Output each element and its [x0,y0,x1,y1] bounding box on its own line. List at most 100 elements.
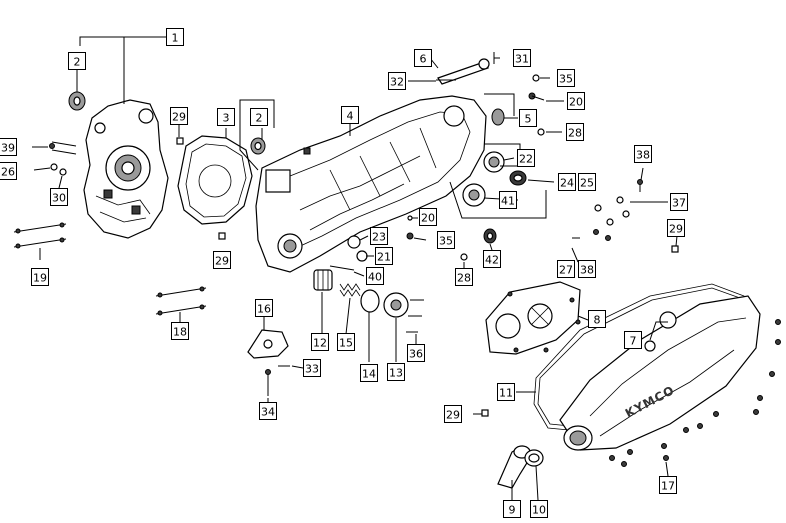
callout-box [578,173,596,191]
callout-13: 13 [387,363,405,381]
callout-number: 38 [636,149,650,162]
callout-9: 9 [503,500,521,518]
callout-number: 5 [525,113,532,126]
callout-4: 4 [341,106,359,124]
left-crankcase-drawing [83,99,169,239]
callout-number: 25 [580,177,594,190]
callout-33: 33 [303,359,321,377]
callout-number: 13 [389,367,403,380]
callout-28: 28 [455,268,473,286]
callout-box [0,138,17,156]
callout-2: 2 [68,52,86,70]
callout-number: 23 [372,231,386,244]
callout-box [483,250,501,268]
callout-box [375,247,393,265]
callout-number: 27 [559,264,573,277]
callout-box [497,383,515,401]
callout-34: 34 [259,402,277,420]
small-bolts-29-drawing [176,137,679,417]
callout-box [387,363,405,381]
callout-number: 10 [532,504,546,517]
callout-5: 5 [519,109,537,127]
callout-8: 8 [588,310,606,328]
callout-26: 26 [0,162,17,180]
callout-box [670,193,688,211]
callout-box [530,500,548,518]
bushing-left-drawing [68,91,86,111]
callout-box [567,92,585,110]
gasket-drawing [177,135,253,225]
callout-21: 21 [375,247,393,265]
callout-box [499,191,517,209]
callout-box [444,405,462,423]
callout-box [503,500,521,518]
callout-box [419,208,437,226]
callout-box [388,72,406,90]
callout-number: 2 [74,56,81,69]
callout-number: 26 [1,166,15,179]
callout-number: 29 [215,255,229,268]
right-crankcase-drawing [255,95,487,273]
callout-29: 29 [213,251,231,269]
callout-17: 17 [659,476,677,494]
callout-box [213,251,231,269]
callout-number: 24 [560,177,574,190]
callout-box [31,268,49,286]
callout-22: 22 [517,149,535,167]
callout-number: 30 [52,192,66,205]
callout-box [588,310,606,328]
callout-number: 12 [313,337,327,350]
callout-box [455,268,473,286]
callout-number: 28 [457,272,471,285]
callout-number: 42 [485,254,499,267]
callout-number: 7 [630,335,637,348]
callout-number: 17 [661,480,675,493]
callout-number: 40 [368,271,382,284]
callout-box [513,49,531,67]
callout-box [557,69,575,87]
outer-cover-drawing: KYMCO [559,295,761,451]
callout-number: 11 [499,387,513,400]
callout-number: 41 [501,195,515,208]
callout-box [578,260,596,278]
callout-number: 1 [172,32,179,45]
callout-number: 29 [446,409,460,422]
callout-38: 38 [578,260,596,278]
callout-1: 1 [166,28,184,46]
callout-number: 22 [519,153,533,166]
callout-box [259,402,277,420]
callout-number: 9 [509,504,516,517]
callout-box [414,49,432,67]
callout-box [250,108,268,126]
callout-number: 31 [515,53,529,66]
callout-box [566,123,584,141]
callout-number: 6 [420,53,427,66]
callout-10: 10 [530,500,548,518]
callout-12: 12 [311,333,329,351]
callout-box [437,231,455,249]
callout-3: 3 [217,108,235,126]
callout-box [50,188,68,206]
callout-box [217,108,235,126]
callout-number: 20 [569,96,583,109]
callout-box [171,322,189,340]
callout-number: 32 [390,76,404,89]
callout-box [558,173,576,191]
callout-23: 23 [370,227,388,245]
callout-29: 29 [170,107,188,125]
callout-number: 39 [1,142,15,155]
leader-lines [32,36,679,501]
callout-31: 31 [513,49,531,67]
callout-29: 29 [667,219,685,237]
callout-number: 37 [672,197,686,210]
callout-19: 19 [31,268,49,286]
callout-box [303,359,321,377]
callout-38: 38 [634,145,652,163]
inner-cover-drawing [485,281,581,355]
callout-36: 36 [407,344,425,362]
callout-box [170,107,188,125]
bolt-39-drawing [49,141,77,176]
callout-box [370,227,388,245]
callout-box [255,299,273,317]
callout-number: 16 [257,303,271,316]
